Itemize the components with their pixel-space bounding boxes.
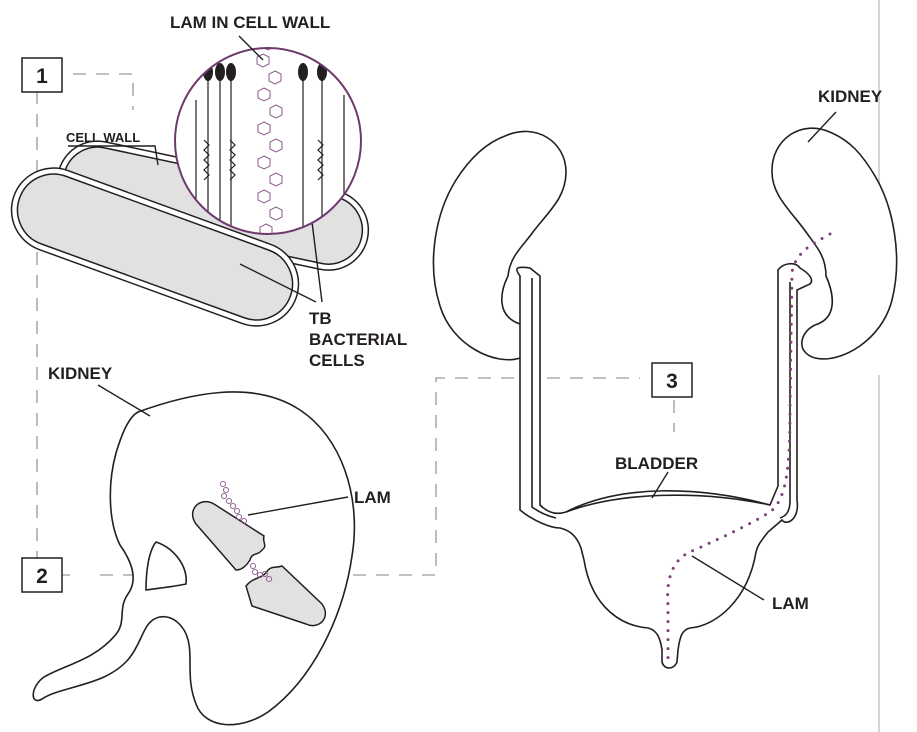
kidney-left-panel: [33, 385, 354, 725]
bladder-leader: [652, 472, 668, 498]
label-kidney-right: KIDNEY: [818, 87, 883, 106]
step-box-3: 3: [652, 363, 692, 397]
urinary-kidney-left: [433, 131, 566, 359]
label-cell-wall: CELL WALL: [66, 130, 140, 145]
step-box-1: 1: [22, 58, 62, 92]
label-lam-in-cell-wall: LAM IN CELL WALL: [170, 13, 330, 32]
step-box-2: 2: [22, 558, 62, 592]
label-tb-line1: TB: [309, 309, 332, 328]
label-lam-kidney: LAM: [354, 488, 391, 507]
kidney-left-outline: [33, 392, 354, 725]
step-number-1: 1: [36, 65, 48, 88]
dash-step1-to-cells: [73, 74, 133, 110]
step-number-3: 3: [666, 370, 678, 393]
label-tb-line2: BACTERIAL: [309, 330, 407, 349]
kidney-left-leader: [98, 385, 150, 416]
label-kidney-left: KIDNEY: [48, 364, 113, 383]
step-number-2: 2: [36, 565, 48, 588]
label-lam-bladder: LAM: [772, 594, 809, 613]
label-tb-line3: CELLS: [309, 351, 365, 370]
label-bladder: BLADDER: [615, 454, 698, 473]
